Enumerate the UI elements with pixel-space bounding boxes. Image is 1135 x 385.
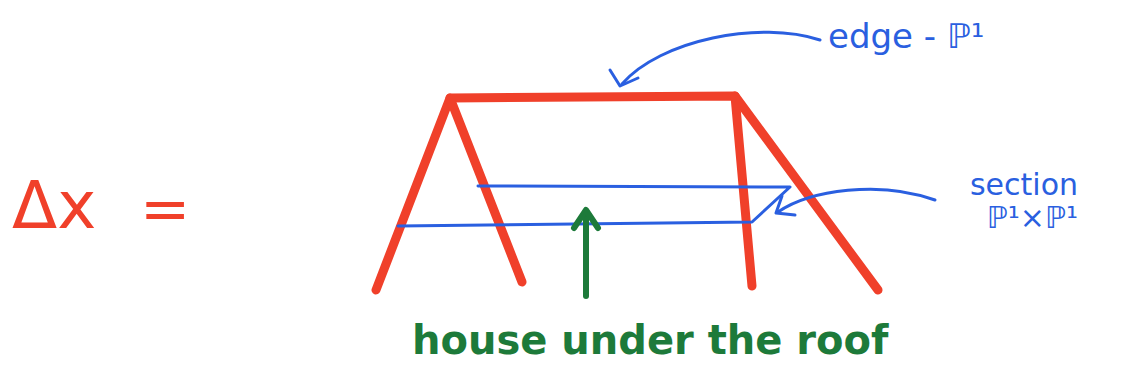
caption-text: house under the roof xyxy=(412,318,888,362)
pointer-arrow xyxy=(583,212,589,296)
arrow-head xyxy=(610,70,638,86)
equals-sign: = xyxy=(140,175,190,241)
annotation: edge - ℙ¹ xyxy=(828,18,984,55)
roof-edge xyxy=(735,96,752,286)
annotation: section ℙ¹×ℙ¹ xyxy=(938,168,1078,234)
roof-edge xyxy=(450,98,522,282)
roof-outline xyxy=(376,96,878,290)
arrow-head xyxy=(574,210,598,228)
arrow-head xyxy=(776,196,795,215)
leader-line xyxy=(778,189,935,212)
leader-line xyxy=(622,32,820,84)
math-symbol: Δx xyxy=(12,170,96,243)
